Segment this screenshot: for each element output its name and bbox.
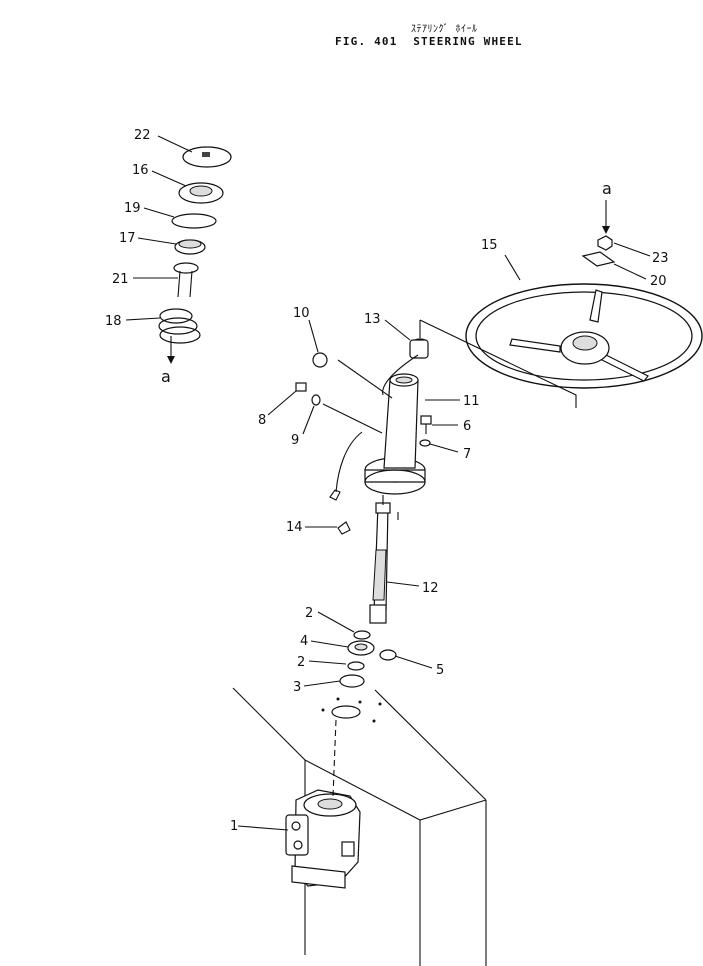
callout-12: 12 [422,581,439,596]
callout-19: 19 [124,201,141,216]
bearing-stack [339,630,397,688]
ref-a-horn: a [161,367,171,386]
callout-23: 23 [652,251,669,266]
ref-a-wheel: a [602,179,612,198]
column-shaft [369,495,391,624]
callout-4: 4 [300,634,308,649]
callout-22: 22 [134,128,151,143]
callout-5: 5 [436,663,444,678]
leader-lines [125,135,651,831]
callout-10: 10 [293,306,310,321]
horn-parts [158,146,232,364]
title-japanese: ｽﾃｱﾘﾝｸﾞ ﾎｲｰﾙ [411,24,478,35]
callout-15: 15 [481,238,498,253]
callout-7: 7 [463,447,471,462]
callout-13: 13 [364,312,381,327]
callout-1: 1 [230,819,238,834]
column-housing [295,338,432,535]
steering-valve [285,719,361,889]
callout-17: 17 [119,231,136,246]
callout-2-lower: 2 [297,655,305,670]
dashboard-panel [232,687,487,966]
callout-20: 20 [650,274,667,289]
callout-11: 11 [463,394,480,409]
figure-title: FIG. 401 STEERING WHEEL [335,35,523,48]
callout-6: 6 [463,419,471,434]
callout-21: 21 [112,272,129,287]
callout-9: 9 [291,433,299,448]
steering-wheel [419,283,703,408]
callout-14: 14 [286,520,303,535]
callout-18: 18 [105,314,122,329]
callout-2-upper: 2 [305,606,313,621]
callout-8: 8 [258,413,266,428]
callout-labels: 1 2 2 3 4 5 6 7 8 9 10 11 12 13 14 15 16… [105,128,669,834]
callout-3: 3 [293,680,301,695]
callout-16: 16 [132,163,149,178]
wheel-nut-and-plate [581,200,616,267]
